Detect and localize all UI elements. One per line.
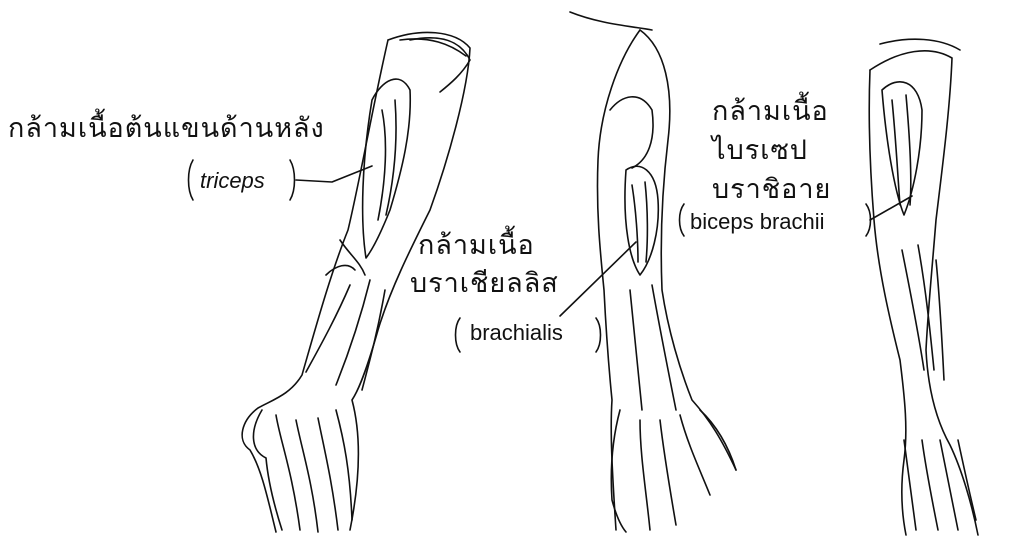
biceps-leader-line [870,196,912,220]
brachialis-bracket-right [596,318,601,352]
right-arm-drawing [869,39,978,535]
right-biceps-muscle [882,82,922,215]
center-forearm-lines [630,285,676,410]
right-forearm-lines [902,245,944,380]
triceps-english-label: triceps [200,170,265,192]
left-triceps-muscle [363,79,411,258]
right-arm-contour-right [870,51,978,535]
center-arm-contour-left [597,30,640,530]
brachialis-bracket-left [456,318,461,352]
biceps-english-label: biceps brachii [690,211,825,233]
right-shoulder-top [880,39,960,50]
biceps-bracket-left [680,204,685,236]
left-elbow [326,240,365,275]
triceps-thai-label: กล้ามเนื้อต้นแขนด้านหลัง [8,115,325,142]
center-hand [611,410,736,532]
left-arm-upper-edge [400,39,466,56]
biceps-thai-label-line2: ไบรเซป [712,137,808,164]
left-forearm-lines [306,280,385,390]
left-shoulder-top [410,38,470,92]
brachialis-leader-line [560,242,636,316]
biceps-thai-label-line3: บราชิอาย [712,176,831,203]
center-brachialis-inner [632,182,647,262]
center-brachialis-muscle [625,166,658,275]
biceps-thai-label-line1: กล้ามเนื้อ [712,98,829,125]
right-biceps-inner [892,95,911,205]
center-biceps [610,97,653,168]
brachialis-thai-label-line2: บราเชียลลิส [410,270,559,297]
left-triceps-inner [378,100,396,220]
triceps-bracket-left [189,160,194,200]
center-arm-drawing [570,12,736,532]
center-shoulder-top [570,12,652,30]
triceps-bracket-right [290,160,295,200]
left-hand [253,410,352,532]
brachialis-thai-label-line1: กล้ามเนื้อ [418,232,535,259]
brachialis-english-label: brachialis [470,322,563,344]
